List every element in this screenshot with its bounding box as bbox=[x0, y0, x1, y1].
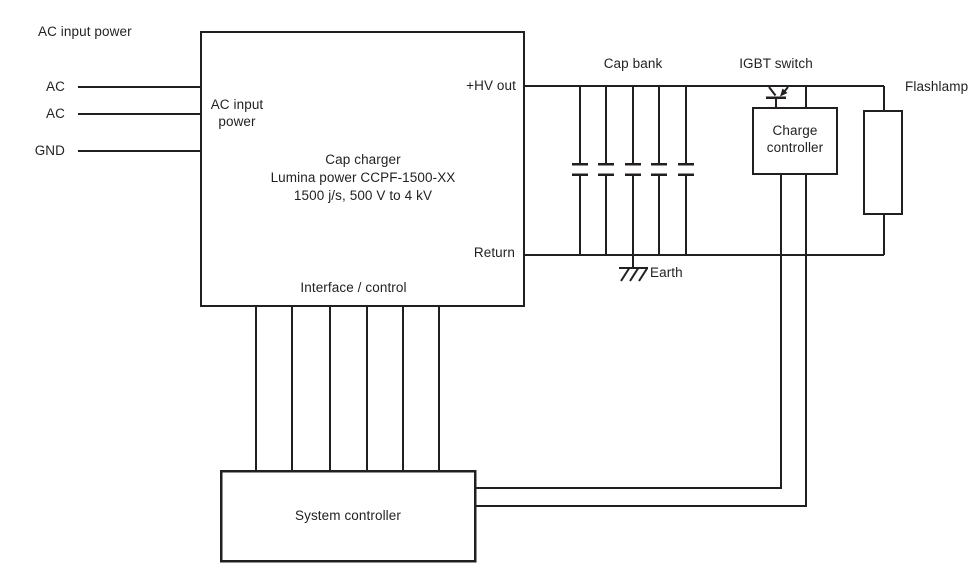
control-wire-1 bbox=[476, 174, 782, 489]
cap-charger-name: Cap charger bbox=[325, 152, 401, 167]
control-wire-2 bbox=[476, 174, 807, 507]
interface-lines bbox=[255, 307, 440, 470]
system-controller-box bbox=[219, 469, 477, 563]
capacitor-2 bbox=[598, 86, 614, 255]
flashlamp-box bbox=[863, 110, 903, 215]
page-title: AC input power bbox=[38, 24, 132, 39]
wires bbox=[78, 85, 885, 507]
igbt-symbol bbox=[768, 86, 789, 97]
cap-charger-box bbox=[200, 31, 525, 307]
ac-input-port-label: AC input power bbox=[210, 97, 264, 129]
cap-charger-label: Cap charger Lumina power CCPF-1500-XX 15… bbox=[238, 151, 488, 205]
igbt-arrow bbox=[780, 88, 788, 97]
cap-charger-spec: 1500 j/s, 500 V to 4 kV bbox=[293, 188, 433, 203]
capacitor-5 bbox=[678, 86, 694, 255]
ac1-label: AC bbox=[46, 79, 65, 94]
hv-out-label: +HV out bbox=[466, 78, 516, 93]
cap-bank-label: Cap bank bbox=[603, 56, 663, 71]
system-controller-label: System controller bbox=[295, 508, 401, 523]
blocks bbox=[200, 31, 903, 563]
capacitor-1 bbox=[572, 86, 588, 255]
return-label: Return bbox=[473, 245, 515, 260]
charge-controller-box bbox=[752, 107, 838, 175]
capacitor-3 bbox=[625, 86, 641, 255]
earth-label: Earth bbox=[650, 265, 683, 280]
symbol-details bbox=[620, 86, 789, 282]
ac2-label: AC bbox=[46, 106, 65, 121]
charge-controller-label: Charge controller bbox=[766, 123, 824, 155]
earth-hatches bbox=[620, 267, 648, 282]
igbt-switch-label: IGBT switch bbox=[739, 56, 813, 71]
cap-charger-model: Lumina power CCPF-1500-XX bbox=[270, 170, 456, 185]
interface-control-label: Interface / control bbox=[300, 280, 407, 295]
flashlamp-label: Flashlamp bbox=[905, 79, 969, 94]
capacitor-4 bbox=[651, 86, 667, 255]
gnd-label: GND bbox=[34, 143, 65, 158]
